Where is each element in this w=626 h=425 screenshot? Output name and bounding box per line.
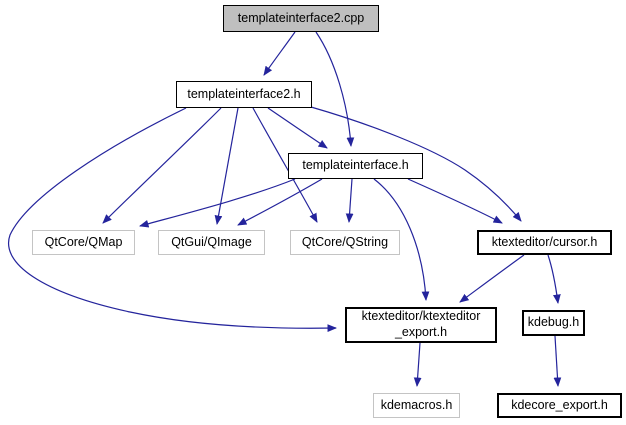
edge-templateinterface2.h-to-qtcore-qstring <box>252 107 318 223</box>
edge-ktexteditor-cursor.h-to-kdebug.h <box>547 254 561 304</box>
edge-templateinterface.h-to-qtcore-qstring <box>345 178 354 223</box>
edge-templateinterface2.h-to-qtgui-qimage <box>214 107 239 225</box>
node-kdebug-h[interactable]: kdebug.h <box>522 310 585 336</box>
edge-templateinterface2.cpp-to-templateinterface2.h <box>263 31 296 76</box>
node-kdemacros-h: kdemacros.h <box>373 393 460 418</box>
node-ktexteditor-export-h[interactable]: ktexteditor/ktexteditor _export.h <box>345 307 497 343</box>
edge-kdebug.h-to-kdecore-export.h <box>553 335 562 387</box>
node-qtcore-qmap: QtCore/QMap <box>32 230 135 255</box>
node-qtcore-qstring: QtCore/QString <box>290 230 400 255</box>
edge-templateinterface.h-to-qtcore-qmap <box>139 178 296 228</box>
edge-templateinterface2.h-to-ktexteditor-cursor.h <box>310 106 522 222</box>
node-ktexteditor-cursor-h[interactable]: ktexteditor/cursor.h <box>477 230 612 255</box>
edge-templateinterface2.h-to-ktexteditor-export.h <box>8 107 337 333</box>
edge-templateinterface2.h-to-templateinterface.h <box>267 107 328 149</box>
edge-templateinterface.h-to-ktexteditor-cursor.h <box>407 178 503 224</box>
edge-templateinterface2.h-to-qtcore-qmap <box>102 107 222 224</box>
edge-templateinterface.h-to-ktexteditor-export.h <box>373 178 430 301</box>
node-kdecore-export-h[interactable]: kdecore_export.h <box>497 393 622 418</box>
edge-templateinterface.h-to-qtgui-qimage <box>237 178 323 226</box>
node-qtgui-qimage: QtGui/QImage <box>158 230 265 255</box>
node-templateinterface-h[interactable]: templateinterface.h <box>288 153 423 179</box>
edge-templateinterface2.cpp-to-templateinterface.h <box>315 31 355 147</box>
node-templateinterface2-h[interactable]: templateinterface2.h <box>176 81 312 108</box>
edge-ktexteditor-cursor.h-to-ktexteditor-export.h <box>459 254 525 303</box>
node-templateinterface2-cpp: templateinterface2.cpp <box>223 5 379 32</box>
edge-ktexteditor-export.h-to-kdemacros.h <box>413 342 422 387</box>
